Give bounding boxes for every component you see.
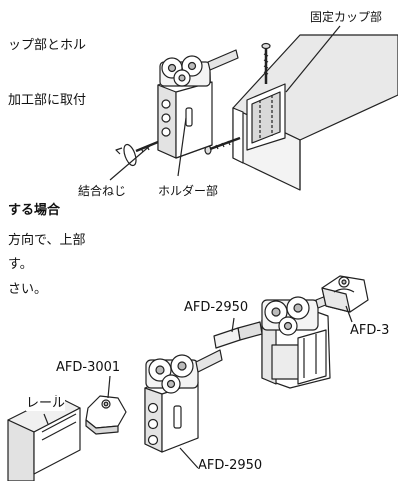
label-afd2950-lower: AFD-2950 (198, 458, 263, 473)
rollers-left (145, 349, 223, 394)
body-text-line-3: 方向で、上部 (8, 233, 86, 248)
holder-left (144, 371, 199, 453)
label-afd3-right: AFD-3 (350, 323, 390, 338)
body-text-line-5: さい。 (8, 282, 48, 297)
screw-top (261, 42, 271, 84)
rollers-right (261, 291, 339, 336)
joint-screw (115, 140, 159, 167)
end-stopper-left (85, 395, 127, 435)
label-afd3001: AFD-3001 (56, 360, 121, 375)
label-fixed-cup: 固定カップ部 (310, 10, 383, 25)
connector-block (213, 321, 263, 349)
end-stopper-right (321, 275, 369, 313)
rollers-upper (159, 49, 239, 87)
body-text-line-4: す。 (8, 257, 33, 272)
body-text-line-2: 加工部に取付 (8, 93, 87, 108)
label-holder: ホルダー部 (158, 184, 219, 199)
label-afd2950-upper: AFD-2950 (184, 300, 249, 315)
label-rail: レール (26, 396, 66, 411)
section-heading: する場合 (8, 203, 61, 218)
fixed-cup (246, 83, 286, 151)
holder-upper (157, 71, 213, 159)
body-text-line-1: ップ部とホル (8, 38, 87, 53)
label-joint-screw: 結合ねじ (78, 184, 127, 199)
